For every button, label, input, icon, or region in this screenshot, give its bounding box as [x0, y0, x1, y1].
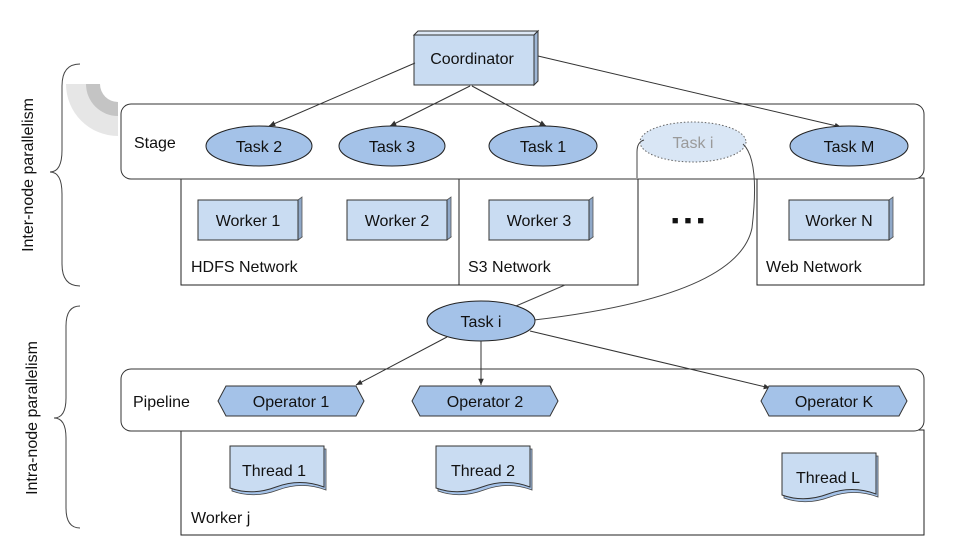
task-i-node[interactable]: Task i — [426, 300, 536, 342]
zoom-curve-bottom — [515, 284, 566, 307]
thread-l[interactable]: Thread L — [781, 452, 879, 503]
inter-node-label: Inter-node parallelism — [20, 98, 37, 252]
web-network-label: Web Network — [766, 259, 863, 276]
stage-task-i-ghost[interactable]: Task i — [639, 121, 747, 163]
zoom-curve-left — [636, 139, 645, 178]
operator-k[interactable]: Operator K — [760, 385, 908, 417]
operator-label: Operator 1 — [253, 394, 330, 411]
worker-j-label: Worker j — [191, 510, 250, 527]
task-label: Task 2 — [236, 139, 282, 156]
thread-label: Thread 2 — [451, 463, 515, 480]
task-i-arrows — [355, 330, 771, 390]
zoom-curve-right — [533, 143, 756, 321]
thread-1[interactable]: Thread 1 — [229, 445, 327, 496]
intra-node-label: Intra-node parallelism — [24, 341, 41, 495]
task-label: Task M — [824, 139, 875, 156]
worker-label: Worker 1 — [216, 213, 281, 230]
thread-label: Thread 1 — [242, 463, 306, 480]
hdfs-network-label: HDFS Network — [191, 259, 299, 276]
coordinator-arrows — [268, 55, 842, 129]
task-label: Task i — [673, 135, 714, 152]
worker-2[interactable]: Worker 2 — [345, 196, 453, 241]
worker-label: Worker N — [805, 213, 872, 230]
worker-n[interactable]: Worker N — [787, 196, 895, 241]
stage-label: Stage — [134, 135, 176, 152]
operator-label: Operator K — [795, 394, 874, 411]
task-i-label: Task i — [461, 314, 502, 331]
stage-task-m[interactable]: Task M — [789, 125, 909, 167]
s3-network-label: S3 Network — [468, 259, 552, 276]
operator-1[interactable]: Operator 1 — [217, 385, 365, 417]
worker-label: Worker 3 — [507, 213, 572, 230]
stage-task-2[interactable]: Task 2 — [205, 125, 313, 167]
coordinator-label: Coordinator — [430, 51, 514, 68]
task-label: Task 3 — [369, 139, 415, 156]
operator-2[interactable]: Operator 2 — [411, 385, 559, 417]
workers-ellipsis: ■ ■ ■ — [672, 215, 704, 227]
decorative-arc — [66, 84, 118, 136]
stage-task-3[interactable]: Task 3 — [338, 125, 446, 167]
intra-node-brace — [53, 305, 81, 529]
worker-3[interactable]: Worker 3 — [487, 196, 595, 241]
inter-node-brace — [49, 63, 81, 287]
stage-task-1[interactable]: Task 1 — [488, 125, 598, 167]
thread-label: Thread L — [796, 470, 860, 487]
task-label: Task 1 — [520, 139, 566, 156]
worker-label: Worker 2 — [365, 213, 430, 230]
thread-2[interactable]: Thread 2 — [435, 445, 533, 496]
coordinator-node[interactable]: Coordinator — [412, 29, 540, 87]
pipeline-label: Pipeline — [133, 394, 190, 411]
operator-label: Operator 2 — [447, 394, 524, 411]
worker-1[interactable]: Worker 1 — [196, 196, 304, 241]
